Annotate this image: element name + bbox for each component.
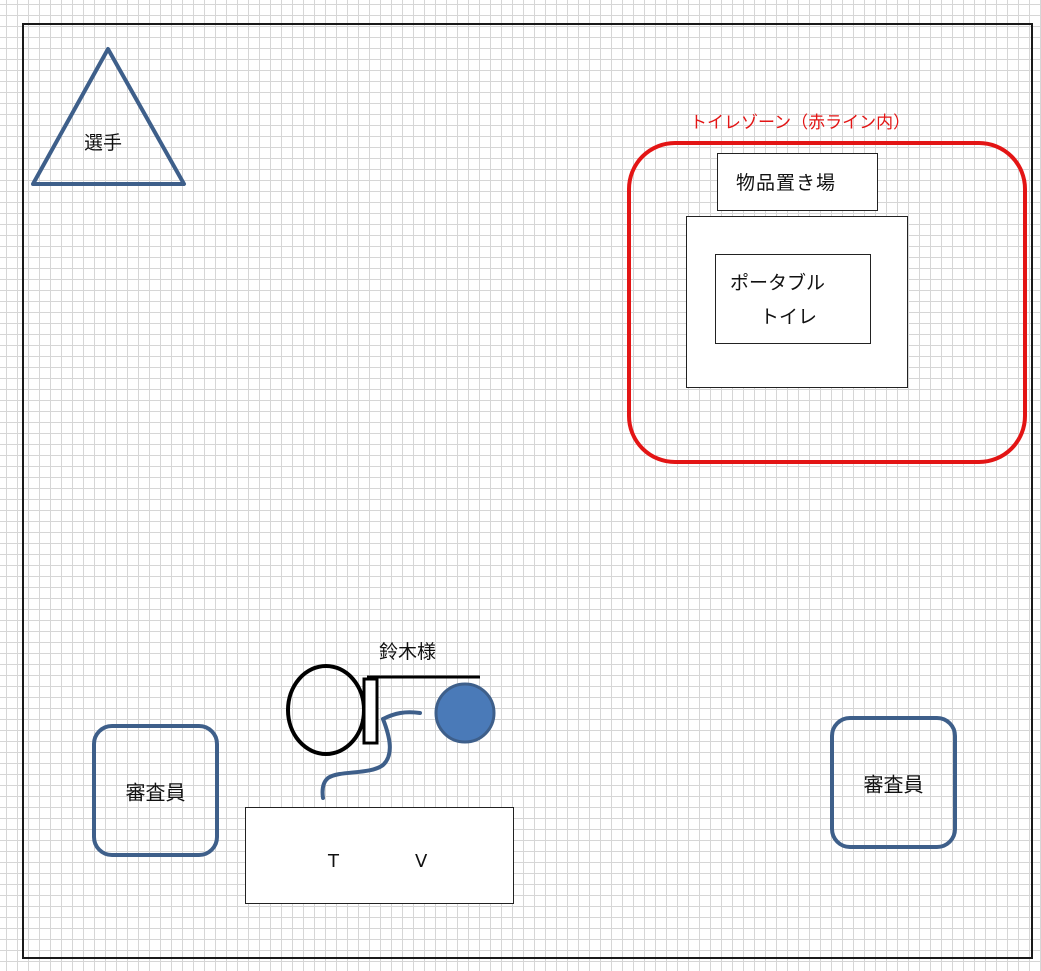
player-triangle — [31, 47, 186, 186]
tv-label-v: V — [415, 851, 428, 872]
judge-left: 審査員 — [92, 724, 219, 857]
judge-right: 審査員 — [830, 716, 957, 849]
toilet-zone-title: トイレゾーン（赤ライン内） — [690, 113, 911, 133]
person-label: 鈴木様 — [379, 641, 437, 663]
person-figure — [286, 664, 496, 800]
judge-right-label: 審査員 — [863, 772, 924, 796]
tv-stand — [245, 807, 514, 904]
storage-label: 物品置き場 — [736, 172, 837, 194]
toilet-zone — [627, 141, 1027, 464]
judge-left-label: 審査員 — [125, 780, 186, 804]
storage-area — [717, 153, 878, 211]
portable-toilet-label-2: トイレ — [760, 306, 818, 328]
tv-label-t: T — [328, 851, 339, 872]
portable-toilet-label-1: ポータブル — [730, 272, 826, 294]
venue-boundary — [22, 23, 1033, 959]
portable-toilet — [715, 254, 871, 344]
player-label: 選手 — [84, 132, 123, 154]
